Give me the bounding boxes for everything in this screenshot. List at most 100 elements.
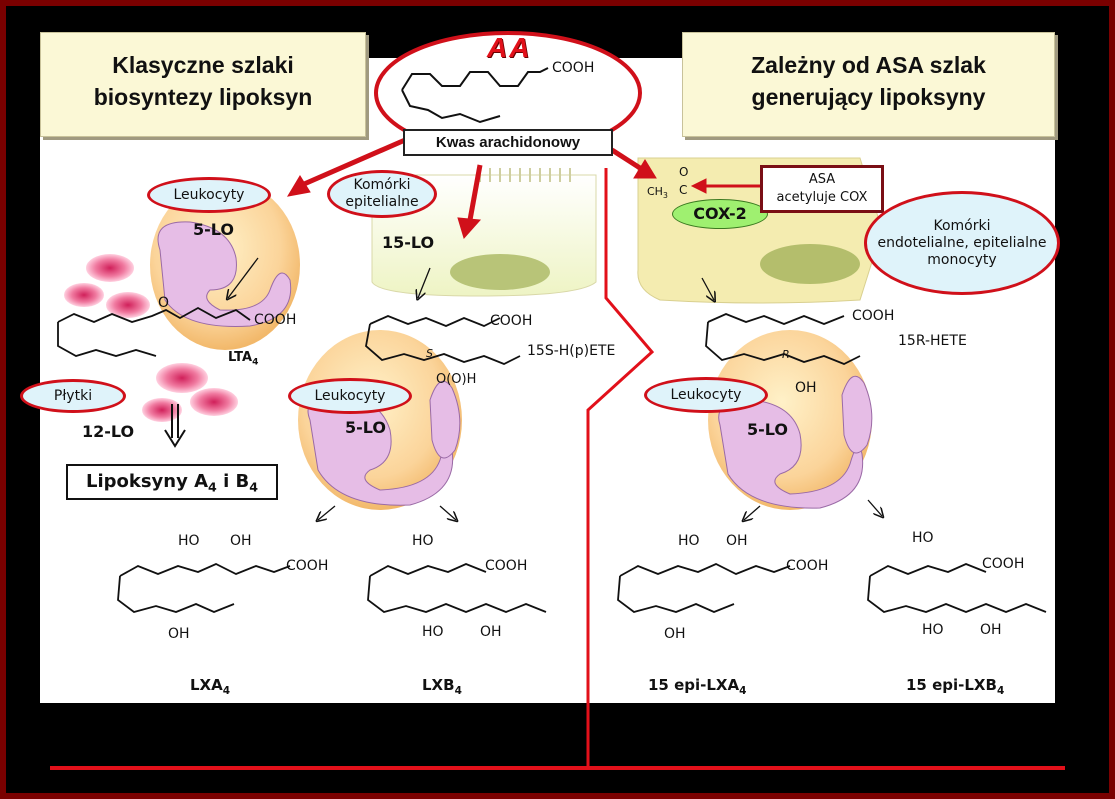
- hpete-label: 15S-H(p)ETE: [527, 343, 616, 359]
- acetyl-c-label: C: [679, 183, 688, 197]
- asa-line1: ASA: [808, 172, 836, 187]
- lta4-o-label: O: [158, 295, 170, 311]
- lipo-text: Lipoksyny A: [85, 471, 209, 492]
- endothelial-nucleus: [760, 244, 860, 284]
- lxa4-molecule: [117, 563, 291, 613]
- lipo-sub2: 4: [249, 479, 259, 495]
- aa-label: AA: [487, 32, 532, 63]
- hete-label: 15R-HETE: [898, 333, 967, 349]
- epi-lxb4-name: 15 epi-LXB: [906, 676, 997, 694]
- komorki-r-line2: endotelialne, epitelialne: [877, 234, 1047, 251]
- right-title-line1: Zależny od ASA szlak: [751, 52, 986, 78]
- aa-molecule: [401, 67, 549, 91]
- asa-line2: acetyluje COX: [776, 190, 868, 205]
- epi-lxb4-ho1: HO: [912, 530, 934, 546]
- lxa4-ho1: HO: [178, 533, 200, 549]
- hpete-molecule: [365, 315, 521, 365]
- lxa4-label: LXA4: [190, 676, 230, 697]
- enzyme-5lo-right: 5-LO: [747, 420, 788, 439]
- hpete-cooh: COOH: [490, 313, 533, 329]
- epi-lxa4-ho1: HO: [678, 533, 700, 549]
- right-title-line2: generujący lipoksyny: [751, 84, 986, 110]
- hete-oh: OH: [795, 380, 817, 396]
- leukocyty-right-text: Leukocyty: [670, 386, 742, 403]
- epi-lxa4-oh2: OH: [726, 533, 748, 549]
- lta4-molecule: [57, 306, 251, 357]
- komorki-epitelialne-label: Komórki epitelialne: [327, 170, 437, 218]
- ch3-label: CH3: [647, 185, 668, 200]
- ch3-text: CH: [647, 185, 663, 198]
- leukocyty-label-right: Leukocyty: [644, 377, 768, 413]
- lxb4-oh3: OH: [480, 624, 502, 640]
- komorki-endotelialne-label: Komórki endotelialne, epitelialne monocy…: [864, 191, 1060, 295]
- kwas-arachidonowy-label: Kwas arachidonowy: [403, 129, 613, 156]
- double-down-arrow: [164, 404, 186, 448]
- plytki-label: Płytki: [20, 379, 126, 413]
- epi-lxa4-label: 15 epi-LXA4: [648, 676, 746, 697]
- lipo-mid: i B: [216, 471, 250, 492]
- lxa4-name: LXA: [190, 676, 223, 694]
- enzyme-5lo-left: 5-LO: [193, 220, 234, 239]
- lxb4-ho1: HO: [412, 533, 434, 549]
- lxa4-oh2: OH: [230, 533, 252, 549]
- acetyl-o-label: O: [679, 165, 689, 179]
- lxb4-label: LXB4: [422, 676, 462, 697]
- right-title-box: Zależny od ASA szlak generujący lipoksyn…: [682, 32, 1055, 137]
- aa-cooh: COOH: [552, 60, 595, 76]
- leukocyte-cell-right: [708, 330, 873, 510]
- pathway-divider: [586, 168, 655, 770]
- komorki-r-line3: monocyty: [927, 251, 997, 268]
- epi-lxa4-molecule: [617, 563, 791, 613]
- left-title-box: Klasyczne szlaki biosyntezy lipoksyn: [40, 32, 366, 137]
- hete-molecule: [705, 313, 861, 365]
- leukocyty-text: Leukocyty: [173, 186, 245, 203]
- left-title-line1: Klasyczne szlaki: [112, 52, 294, 78]
- epithelial-nucleus: [450, 254, 550, 290]
- aa-molecule-tail: [401, 89, 501, 124]
- reaction-arrows: [228, 257, 882, 520]
- lxb4-cooh: COOH: [485, 558, 528, 574]
- leukocyty-label-middle: Leukocyty: [288, 378, 412, 414]
- epi-lxa4-oh3: OH: [664, 626, 686, 642]
- asa-box: ASA acetyluje COX: [760, 165, 884, 213]
- plytki-text: Płytki: [53, 387, 93, 404]
- lipoksyny-box: Lipoksyny A4 i B4: [66, 464, 278, 500]
- leukocyte-cell-middle: [298, 330, 462, 510]
- leukocyty-middle-text: Leukocyty: [314, 387, 386, 404]
- hpete-s-label: S: [426, 347, 433, 360]
- ch3-sub: 3: [662, 191, 668, 201]
- cox2-enzyme: COX-2: [672, 199, 768, 229]
- lipo-sub1: 4: [208, 479, 217, 495]
- epi-lxb4-molecule: [867, 563, 1047, 613]
- epi-lxb4-oh3: OH: [980, 622, 1002, 638]
- lxb4-name: LXB: [422, 676, 455, 694]
- komorki-line2: epitelialne: [345, 194, 419, 210]
- hete-r-label: R: [782, 348, 790, 361]
- lxb4-ho2: HO: [422, 624, 444, 640]
- leukocyte-cell-left: [150, 180, 300, 350]
- epi-lxb4-ho2: HO: [922, 622, 944, 638]
- left-title-line2: biosyntezy lipoksyn: [93, 84, 313, 110]
- epi-lxb4-cooh: COOH: [982, 556, 1025, 572]
- enzyme-12lo: 12-LO: [82, 422, 135, 441]
- lta4-sub: 4: [252, 357, 259, 368]
- hete-cooh: COOH: [852, 308, 895, 324]
- epi-lxb4-sub: 4: [996, 685, 1005, 697]
- epi-lxb4-label: 15 epi-LXB4: [906, 676, 1004, 697]
- lxa4-oh3: OH: [168, 626, 190, 642]
- lta4-name: LTA: [228, 350, 253, 365]
- lxb4-molecule: [367, 563, 547, 613]
- lxa4-sub: 4: [222, 685, 231, 697]
- enzyme-5lo-middle: 5-LO: [345, 418, 386, 437]
- lxa4-cooh: COOH: [286, 558, 329, 574]
- lta4-cooh: COOH: [254, 312, 297, 328]
- epi-lxa4-cooh: COOH: [786, 558, 829, 574]
- epi-lxa4-name: 15 epi-LXA: [648, 676, 740, 694]
- komorki-r-line1: Komórki: [933, 217, 991, 234]
- lxb4-sub: 4: [454, 685, 462, 697]
- hpete-oooh: O(O)H: [436, 372, 477, 387]
- epi-lxa4-sub: 4: [739, 685, 747, 697]
- lta4-label: LTA4: [228, 350, 258, 368]
- komorki-line1: Komórki: [353, 177, 411, 193]
